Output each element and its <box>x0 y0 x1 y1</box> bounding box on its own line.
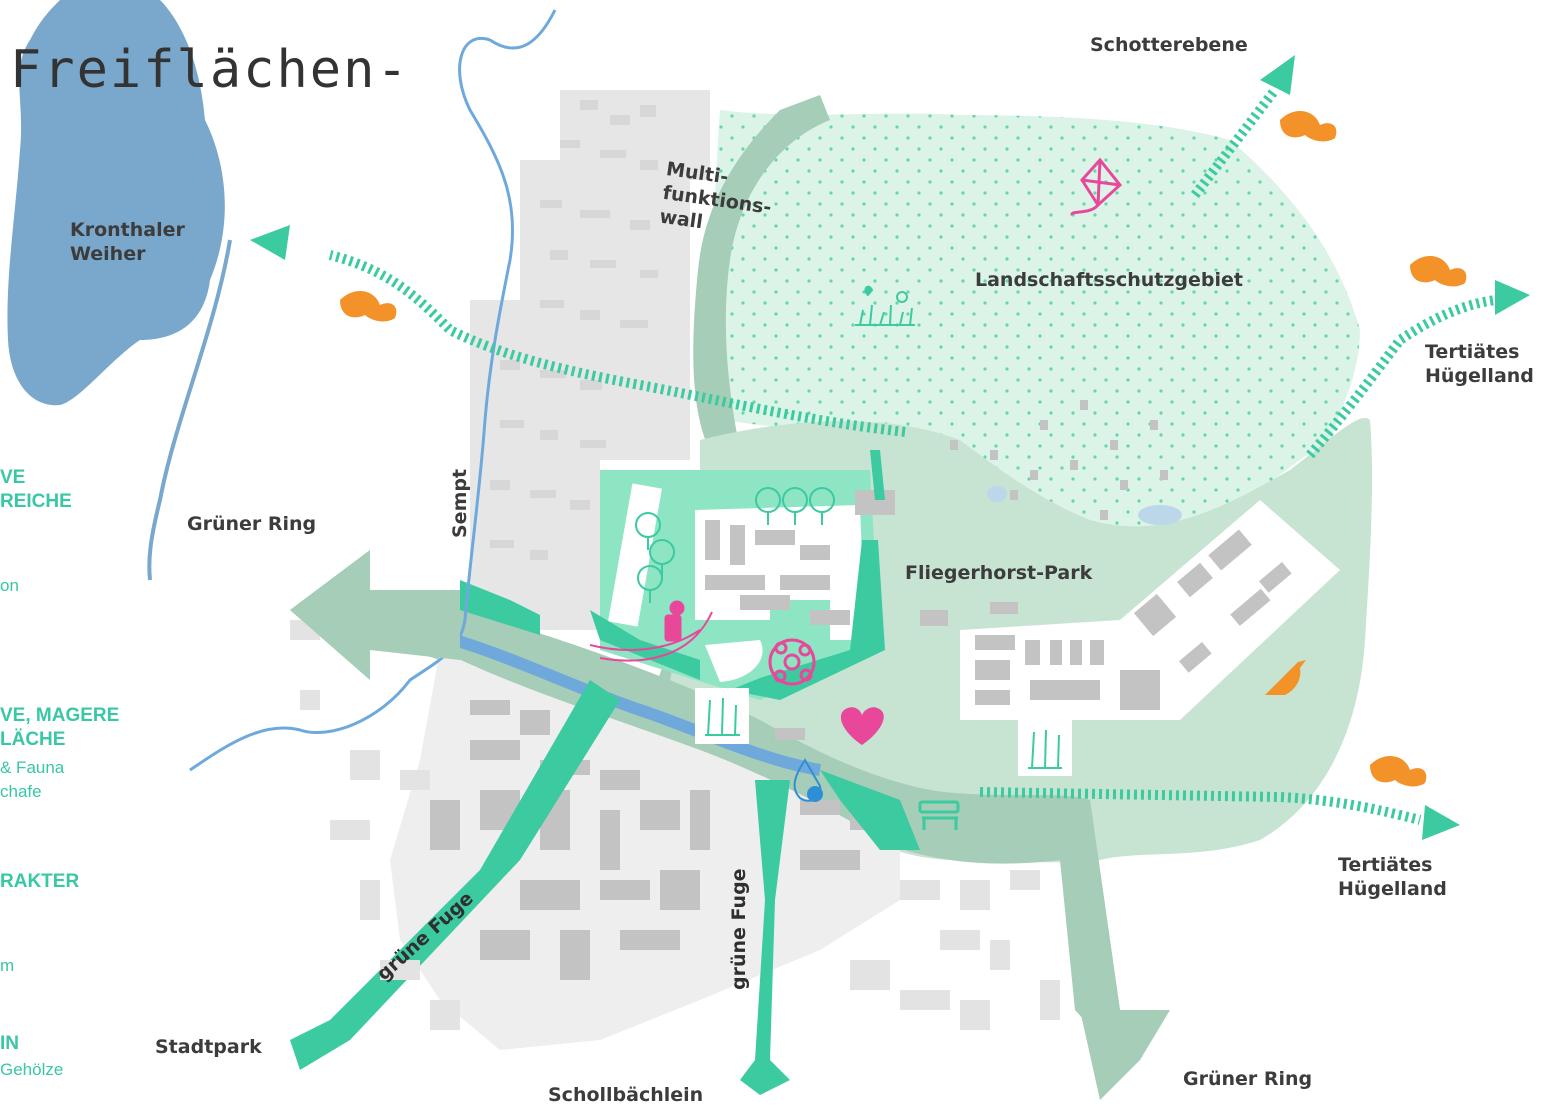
label-tertiaeres-huegelland-bottom: Tertiätes Hügelland <box>1338 854 1447 900</box>
legend-heading-3: VE, MAGERE LÄCHE <box>0 705 120 750</box>
label-landschaftsschutzgebiet: Landschaftsschutzgebiet <box>975 269 1243 291</box>
dotted-arrow-east-top <box>1306 280 1530 459</box>
pond-east-small <box>987 486 1007 502</box>
label-schotterebene: Schotterebene <box>1090 34 1248 56</box>
settlement-east-buildings <box>975 529 1292 710</box>
settlement-buildings-north <box>490 100 658 560</box>
label-gruene-fuge-mid: grüne Fuge <box>728 868 750 990</box>
settlement-southwest <box>290 620 460 1030</box>
courtyard-border-north <box>870 450 885 500</box>
label-multifunktionswall: Multi- funktions- wall <box>658 157 773 234</box>
settlement-east <box>960 500 1340 770</box>
person-sledding-icon <box>589 600 713 662</box>
gruener-ring-arrow-south <box>1060 800 1170 1060</box>
meadow-tree-icon <box>695 688 1072 776</box>
water-drop-icon <box>793 758 823 802</box>
bench-icon <box>918 800 960 830</box>
label-schollbaechlein: Schollbächlein <box>548 1084 704 1106</box>
legend-text-2: on <box>0 576 19 595</box>
label-tertiaeres-huegelland-top: Tertiätes Hügelland <box>1425 341 1534 387</box>
gruene-fuge-east <box>820 770 920 850</box>
multifunktionswall <box>650 95 830 700</box>
legend-heading-1: VE REICHE <box>0 467 72 512</box>
label-fliegerhorst-park: Fliegerhorst-Park <box>905 562 1093 584</box>
gruener-ring-arrow-west <box>290 550 460 680</box>
central-block-buildings <box>705 520 850 625</box>
tree-group-icon <box>635 487 835 603</box>
label-sempt: Sempt <box>449 468 471 538</box>
gruene-fuge-right <box>740 780 790 1095</box>
west-block <box>608 483 662 627</box>
park-small-buildings <box>775 400 1168 740</box>
sports-field <box>705 640 763 682</box>
dotted-arrow-west <box>250 225 906 437</box>
settlement-southeast <box>850 870 1060 1030</box>
river-segment <box>453 634 821 776</box>
kite-icon <box>1070 157 1123 216</box>
courtyard-border-west <box>590 610 700 680</box>
label-kronthaler-weiher: Kronthaler Weiher <box>70 219 185 265</box>
label-gruener-ring-west: Grüner Ring <box>187 513 317 535</box>
dotted-arrow-east-bottom <box>979 787 1460 840</box>
legend-text-5: Gehölze <box>0 1060 64 1079</box>
map-title: Freiflächen- <box>10 40 410 100</box>
gruene-fuge-left <box>290 680 620 1070</box>
label-gruener-ring-south: Grüner Ring <box>1183 1068 1313 1090</box>
lake-outflow <box>147 239 232 581</box>
orange-butterfly-icon <box>340 110 1467 787</box>
legend-text-3: & Fauna chafe <box>0 758 65 801</box>
ball-icon <box>768 638 816 686</box>
bird-icon <box>1265 660 1306 695</box>
legend-heading-4: RAKTER <box>0 871 80 892</box>
label-stadtpark: Stadtpark <box>155 1036 262 1058</box>
courtyard-border-sw <box>460 580 540 635</box>
legend-heading-5: IN <box>0 1033 19 1054</box>
dotted-arrow-northeast <box>1191 55 1295 199</box>
kronthaler-weiher-lake <box>7 0 225 406</box>
legend-text-4: m <box>0 956 15 975</box>
heart-icon <box>840 707 884 745</box>
butterfly-meadow-icon <box>855 285 915 326</box>
courtyard-border-east <box>730 540 885 700</box>
sempt-river <box>189 9 557 772</box>
pond-east <box>1138 505 1182 525</box>
